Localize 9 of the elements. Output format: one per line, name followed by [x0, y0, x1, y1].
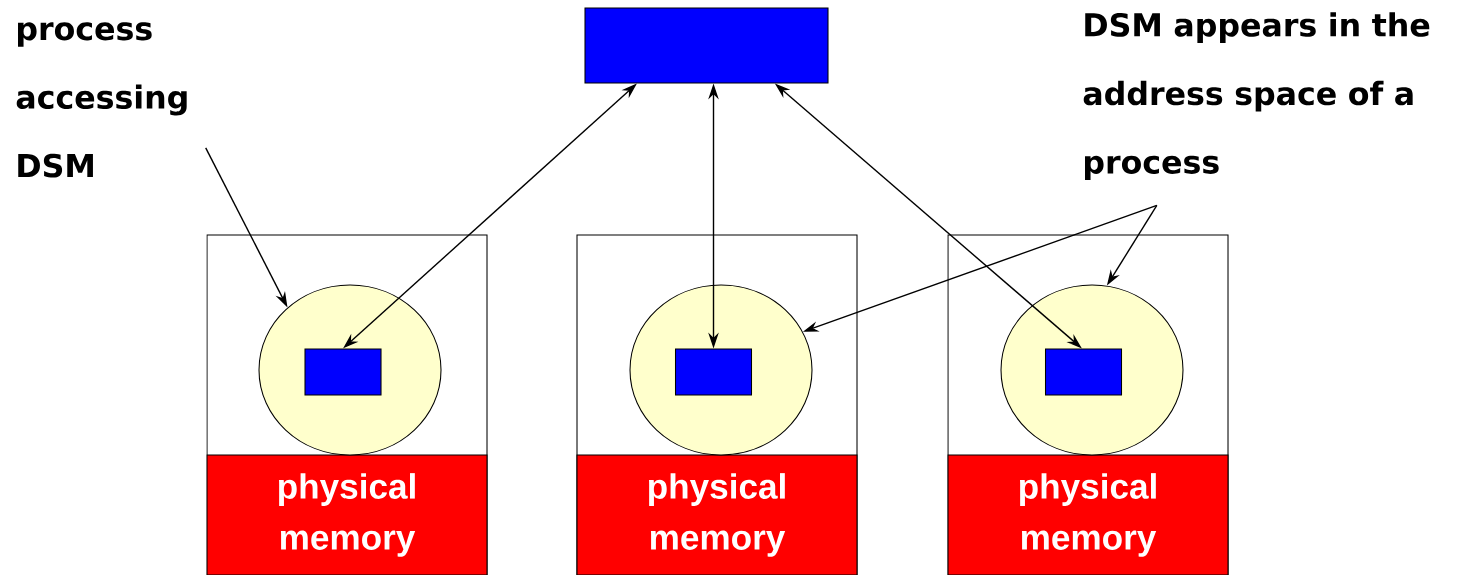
dsm-block: [1044, 348, 1123, 396]
memory-band: physical memory: [206, 454, 488, 575]
annotation-text: process accessing DSM: [16, 22, 187, 178]
shared-block: [584, 7, 829, 84]
dsm-block: [675, 348, 753, 396]
annotation-text: DSM appears in the address space of a process: [1083, 12, 1430, 180]
memory-band: physical memory: [576, 454, 858, 575]
dsm-block: [304, 348, 382, 396]
memory-band: physical memory: [947, 454, 1229, 575]
